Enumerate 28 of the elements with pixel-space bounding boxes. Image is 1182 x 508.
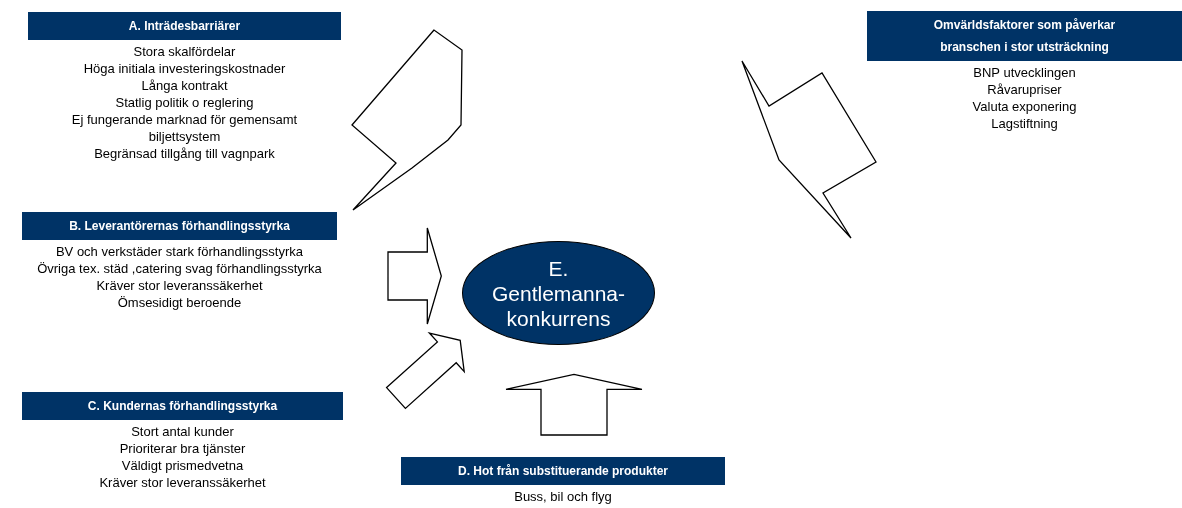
header-band: C. Kundernas förhandlingsstyrka: [22, 392, 343, 420]
list-item: Begränsad tillgång till vagnpark: [94, 145, 275, 162]
list-item: Ej fungerande marknad för gemensamt biljettsystem: [70, 111, 299, 145]
list-item: Kräver stor leveranssäkerhet: [96, 277, 263, 294]
list-item: Stort antal kunder: [131, 423, 234, 440]
list-item: Ömsesidigt beroende: [117, 294, 242, 311]
list-item: Långa kontrakt: [141, 77, 228, 94]
list-item: BV och verkstäder stark förhandlingsstyrka: [55, 243, 304, 260]
block-arrow: [387, 227, 442, 325]
header-band: A. Inträdesbarriärer: [28, 12, 341, 40]
list-item: Statlig politik o reglering: [115, 94, 254, 111]
header-band: B. Leverantörernas förhandlingsstyrka: [22, 212, 337, 240]
list-item: Övriga tex. städ ,catering svag förhandlingsstyrka: [37, 260, 322, 277]
list-item: Stora skalfördelar: [133, 43, 236, 60]
list-item: Höga initiala investeringskostnader: [83, 60, 286, 77]
block-arrow: [505, 373, 643, 436]
header-band: D. Hot från substituerande produkter: [401, 457, 725, 485]
list-item: Buss, bil och flyg: [514, 488, 612, 505]
list-item: Prioriterar bra tjänster: [119, 440, 246, 457]
list-item: Kräver stor leveranssäkerhet: [99, 474, 266, 491]
block-arrow: [385, 331, 466, 410]
list-item: Lagstiftning: [991, 115, 1058, 132]
header-band: Omvärldsfaktorer som påverkar branschen i stor utsträckning: [867, 11, 1182, 61]
ellipse-node: E. Gentlemanna-konkurrens: [462, 241, 655, 345]
list-item: BNP utvecklingen: [973, 64, 1076, 81]
list-item: Väldigt prismedvetna: [121, 457, 244, 474]
list-item: Råvarupriser: [987, 81, 1062, 98]
list-item: Valuta exponering: [972, 98, 1077, 115]
